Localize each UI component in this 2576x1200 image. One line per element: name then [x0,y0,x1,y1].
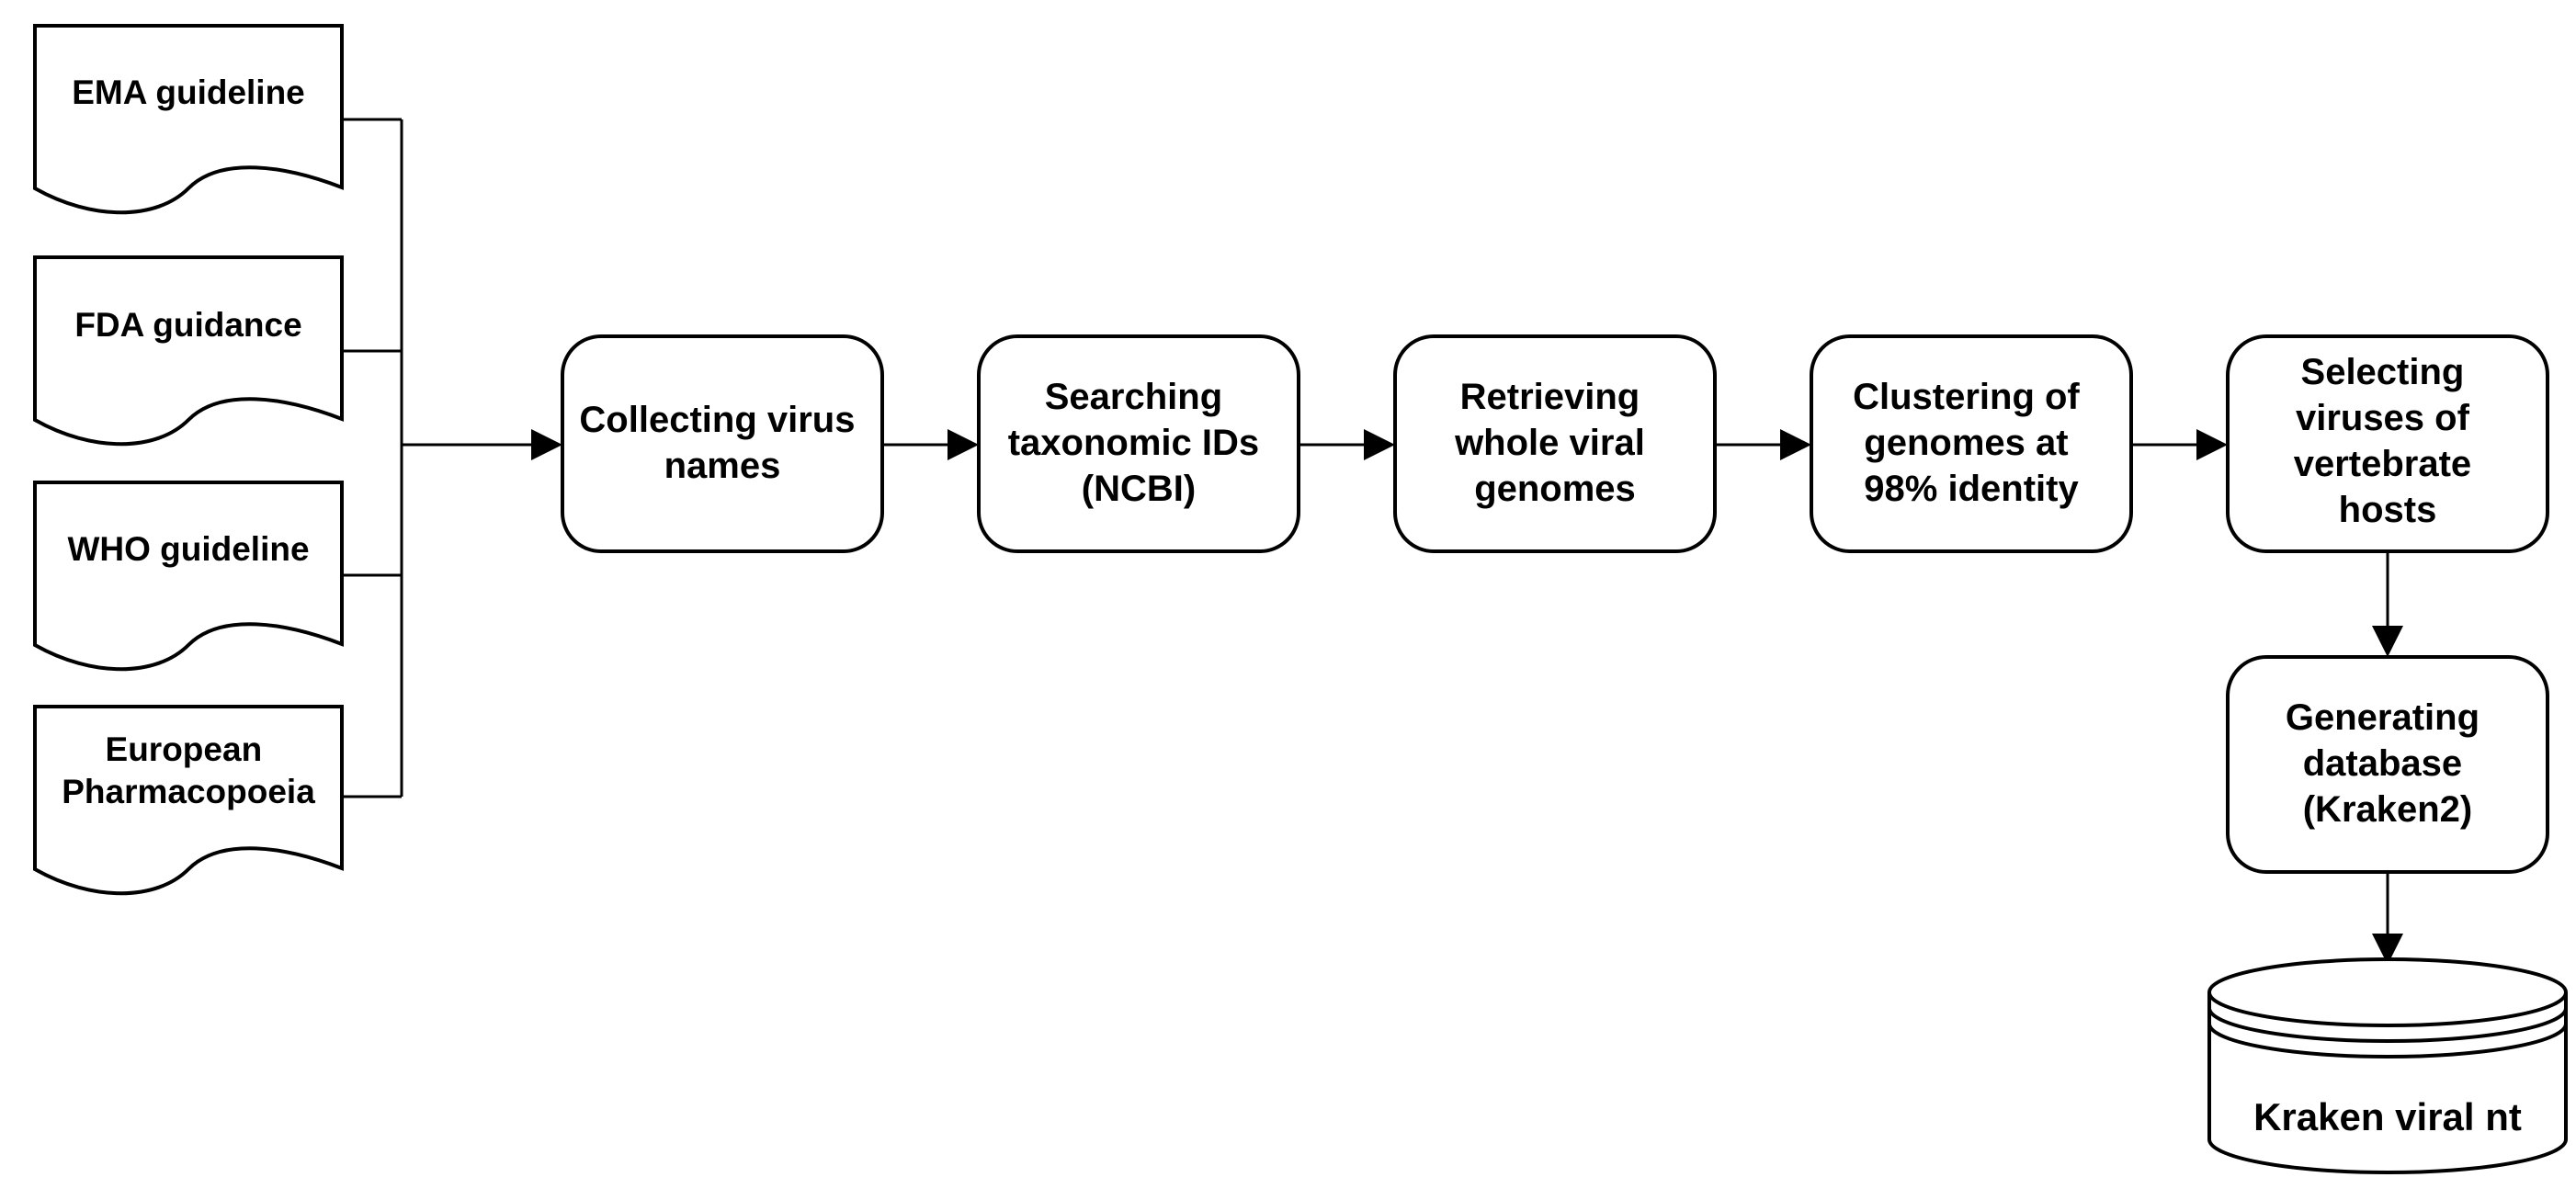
arrow-collecting-to-searching [882,429,979,460]
source-doc-who: WHO guideline [33,481,344,672]
step-generating-line3: (Kraken2) [2303,789,2473,830]
svg-text:Generating database: Generating database (Kraken2) [2286,697,2490,830]
step-selecting-line2: viruses of [2296,398,2470,438]
step-selecting-line1: Selecting [2301,352,2465,392]
step-retrieving-genomes: Retrieving whole viral genomes [1393,334,1717,553]
arrow-generating-to-database [2372,872,2403,965]
svg-text:FDA guidance: FDA guidance [74,306,301,344]
step-searching-line2: taxonomic IDs [1008,423,1259,463]
source-doc-fda: FDA guidance [33,255,344,447]
source-label-european-line2: Pharmacopoeia [62,773,315,810]
source-label-fda: FDA guidance [74,306,301,344]
step-generating-database: Generating database (Kraken2) [2226,655,2549,874]
step-searching-line3: (NCBI) [1082,469,1196,509]
step-clustering-line3: 98% identity [1864,469,2079,509]
source-doc-ema: EMA guideline [33,24,344,215]
arrow-retrieving-to-clustering [1715,429,1811,460]
svg-text:Collecting virus names: Collecting virus names [579,400,865,486]
source-label-who: WHO guideline [67,530,309,568]
svg-text:Searching taxonomic IDs: Searching taxonomic IDs (NCBI) [1008,377,1270,509]
arrow-searching-to-retrieving [1299,429,1395,460]
step-selecting-line3: vertebrate [2294,444,2471,484]
svg-text:Selecting viruses of: Selecting viruses of vertebrate hosts [2294,352,2482,530]
step-retrieving-line1: Retrieving [1460,377,1640,417]
svg-text:Retrieving whole viral: Retrieving whole viral genomes [1454,377,1655,509]
step-retrieving-line3: genomes [1474,469,1636,509]
source-label-european-line1: European [106,730,263,768]
source-doc-european-pharmacopoeia: European Pharmacopoeia [33,705,344,896]
step-clustering-line1: Clustering of [1853,377,2080,417]
svg-text:WHO guideline: WHO guideline [67,530,309,568]
svg-text:Clustering of genomes at: Clustering of genomes at 98% identity [1853,377,2090,509]
source-bracket [342,118,562,798]
database-cylinder: Kraken viral nt [2207,957,2568,1174]
step-collecting-line2: names [664,446,781,486]
svg-text:EMA guideline: EMA guideline [72,74,305,111]
step-collecting-line1: Collecting virus [579,400,855,440]
step-clustering-genomes: Clustering of genomes at 98% identity [1810,334,2133,553]
step-clustering-line2: genomes at [1864,423,2068,463]
step-searching-line1: Searching [1045,377,1222,417]
database-label: Kraken viral nt [2253,1095,2522,1138]
source-label-ema: EMA guideline [72,74,305,111]
step-generating-line1: Generating [2286,697,2480,738]
arrow-clustering-to-selecting [2131,429,2228,460]
step-selecting-line4: hosts [2339,490,2437,530]
step-selecting-vertebrate-viruses: Selecting viruses of vertebrate hosts [2226,334,2549,553]
step-generating-line2: database [2303,743,2462,784]
step-searching-taxonomic-ids: Searching taxonomic IDs (NCBI) [977,334,1300,553]
step-retrieving-line2: whole viral [1454,423,1645,463]
svg-text:European Pharmacopoeia: European Pharmacopoeia [62,730,315,810]
step-collecting-virus-names: Collecting virus names [561,334,884,553]
arrow-selecting-to-generating [2372,551,2403,657]
